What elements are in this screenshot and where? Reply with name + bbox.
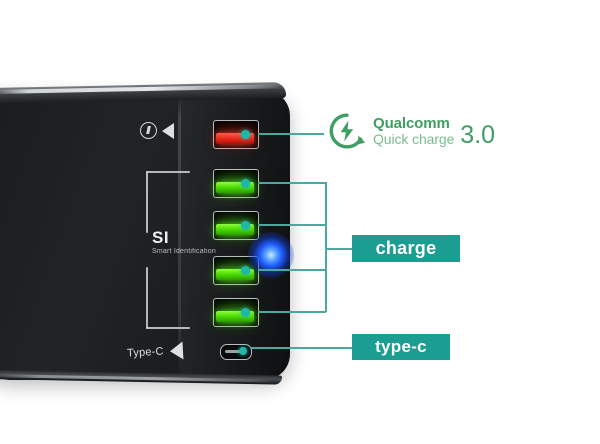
- charge-port-3[interactable]: [213, 256, 259, 285]
- qualcomm-text-stack: Qualcomm Quick charge: [373, 116, 454, 146]
- charge-port-4[interactable]: [213, 298, 259, 327]
- qualcomm-brand: Qualcomm: [373, 115, 450, 133]
- smart-identification-bracket: SI Smart Identification: [146, 163, 216, 337]
- leader-line-type-c: [250, 347, 353, 349]
- device-edge-seam: [178, 96, 181, 374]
- port-indicator-dot: [241, 130, 250, 139]
- port-indicator-dot: [241, 221, 250, 230]
- type-c-label-tag: type-c: [352, 334, 450, 360]
- port-tongue: [216, 133, 254, 144]
- charge-port-1[interactable]: [213, 169, 259, 198]
- leader-line-charge-to-tag: [325, 248, 353, 250]
- bracket-line-top-vertical: [146, 171, 148, 233]
- smart-identification-text: SI Smart Identification: [152, 229, 272, 255]
- quick-charge-port[interactable]: [213, 120, 259, 149]
- bracket-line-top-horizontal: [146, 171, 190, 173]
- port-tongue: [216, 269, 254, 280]
- bracket-line-bottom-vertical: [146, 267, 148, 329]
- charge-label-text: charge: [375, 238, 437, 258]
- type-c-label-text: type-c: [375, 337, 427, 356]
- charge-port-2[interactable]: [213, 211, 259, 240]
- charge-label-tag: charge: [352, 235, 460, 262]
- port-indicator-dot: [239, 347, 247, 355]
- leader-spine-charge: [325, 182, 327, 312]
- leader-line-charge-2: [258, 224, 326, 226]
- qualcomm-version: 3.0: [460, 120, 496, 149]
- type-c-slot: [225, 350, 243, 353]
- device-left-face: [0, 94, 182, 376]
- leader-line-charge-1: [258, 182, 326, 184]
- port-tongue: [216, 311, 254, 322]
- qualcomm-quick-charge-callout: Qualcomm Quick charge 3.0: [327, 111, 495, 151]
- bracket-line-bottom-horizontal: [146, 327, 190, 329]
- qualcomm-wordmark: Qualcomm Quick charge 3.0: [373, 116, 496, 149]
- qualcomm-product: Quick charge: [373, 130, 455, 147]
- leader-line-charge-4: [258, 311, 326, 313]
- port-indicator-dot: [241, 179, 250, 188]
- port-tongue: [216, 182, 254, 193]
- leader-line-charge-3: [258, 269, 326, 271]
- leader-line-quick-charge: [258, 133, 324, 135]
- type-c-port[interactable]: [220, 344, 252, 360]
- port-indicator-dot: [241, 308, 250, 317]
- port-tongue: [216, 224, 254, 235]
- si-full-text: Smart Identification: [152, 248, 216, 255]
- qualcomm-quick-charge-badge-icon: [327, 111, 367, 151]
- si-abbreviation: SI: [152, 228, 170, 247]
- port-indicator-dot: [241, 266, 250, 275]
